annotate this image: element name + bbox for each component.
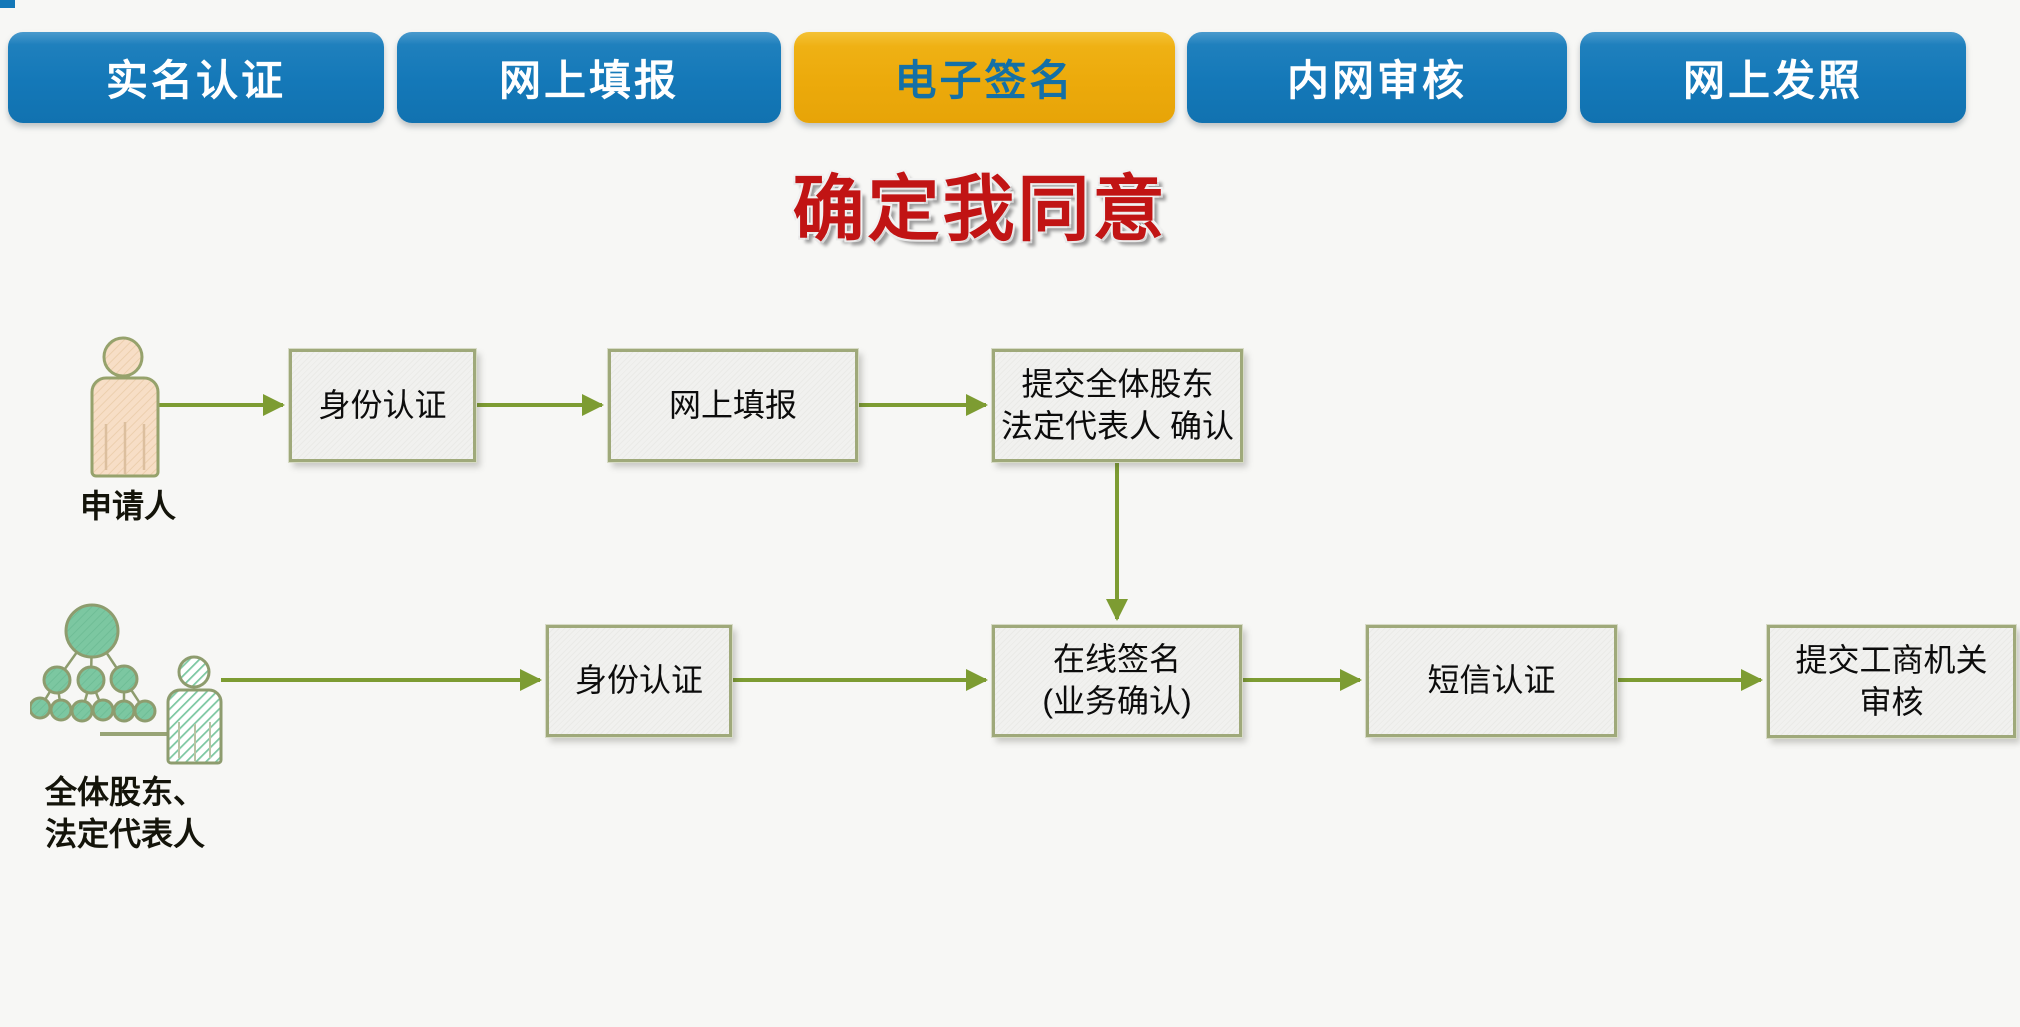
- tab-label: 网上发照: [1682, 57, 1863, 104]
- tab-e-signature[interactable]: 电子签名: [794, 32, 1175, 123]
- flow-step-label: 在线签名 (业务确认): [1042, 641, 1192, 719]
- flow-step-label: 身份认证: [574, 662, 703, 699]
- flow-step-sms-auth: 短信认证: [1366, 625, 1617, 737]
- applicant-label: 申请人: [80, 488, 177, 524]
- tab-label: 内网审核: [1286, 57, 1467, 104]
- flow-step-label: 短信认证: [1427, 662, 1556, 699]
- tab-label: 实名认证: [105, 57, 286, 104]
- tab-license-issue[interactable]: 网上发照: [1580, 32, 1966, 123]
- tab-real-name-auth[interactable]: 实名认证: [8, 32, 384, 123]
- corner-decoration: [0, 0, 15, 8]
- applicant-person-icon: [90, 336, 160, 478]
- tab-internal-review[interactable]: 内网审核: [1187, 32, 1567, 123]
- flow-step-online-signature: 在线签名 (业务确认): [992, 625, 1242, 737]
- tab-online-filing[interactable]: 网上填报: [397, 32, 781, 123]
- flow-step-submit-confirmation: 提交全体股东 法定代表人 确认: [992, 349, 1243, 462]
- page-title: 确定我同意: [792, 170, 1168, 250]
- flow-step-label: 提交工商机关 审核: [1795, 641, 1988, 720]
- flow-step-identity-auth-lane2: 身份认证: [546, 625, 732, 737]
- flow-step-identity-auth-lane1: 身份认证: [289, 349, 476, 462]
- flow-step-submit-authority-review: 提交工商机关 审核: [1767, 625, 2016, 738]
- flow-step-label: 网上填报: [668, 386, 797, 423]
- flow-step-online-filing: 网上填报: [608, 349, 858, 462]
- flow-step-label: 身份认证: [318, 386, 447, 423]
- tab-label: 网上填报: [498, 57, 679, 104]
- shareholders-group-icon: [30, 603, 223, 765]
- flow-step-label: 提交全体股东 法定代表人 确认: [1001, 365, 1234, 444]
- shareholders-label: 全体股东、 法定代表人: [45, 774, 206, 852]
- tab-label: 电子签名: [894, 57, 1075, 104]
